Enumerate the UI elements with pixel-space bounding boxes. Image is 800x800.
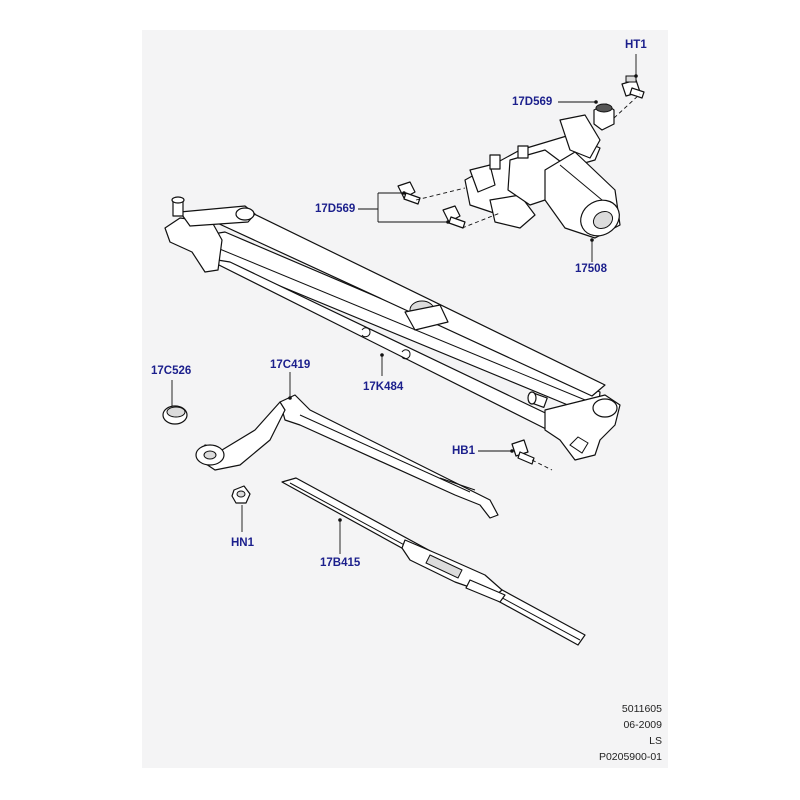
callout-17k484: 17K484	[363, 381, 404, 393]
meta-line-4: P0205900-01	[598, 751, 662, 763]
bolt-17d569-left-a	[397, 181, 421, 205]
wiper-motor-17508	[464, 114, 621, 239]
leader-lines	[171, 54, 641, 554]
wiper-blade-17b415	[281, 477, 586, 646]
callout-hn1: HN1	[231, 537, 255, 549]
callout-17d569-top: 17D569	[512, 96, 553, 108]
cap-17c526	[162, 405, 188, 425]
callout-ht1: HT1	[625, 39, 647, 51]
bolt-hb1	[511, 439, 535, 465]
callout-17508: 17508	[575, 263, 607, 275]
callout-17b415: 17B415	[320, 557, 361, 569]
meta-line-1: 5011605	[621, 703, 662, 715]
callout-17d569-left: 17D569	[315, 203, 356, 215]
bolt-ht1	[621, 75, 645, 99]
bolt-17d569-left-b	[442, 205, 466, 229]
wiper-linkage-17k484	[164, 196, 621, 461]
wiper-arm-17c419	[195, 394, 499, 519]
callout-17c526: 17C526	[151, 365, 192, 377]
callout-17c419: 17C419	[270, 359, 311, 371]
meta-line-2: 06-2009	[623, 719, 662, 731]
nut-hn1	[231, 485, 251, 504]
bushing-17d569-top	[593, 103, 615, 131]
callout-hb1: HB1	[452, 445, 476, 457]
meta-line-3: LS	[649, 735, 662, 747]
